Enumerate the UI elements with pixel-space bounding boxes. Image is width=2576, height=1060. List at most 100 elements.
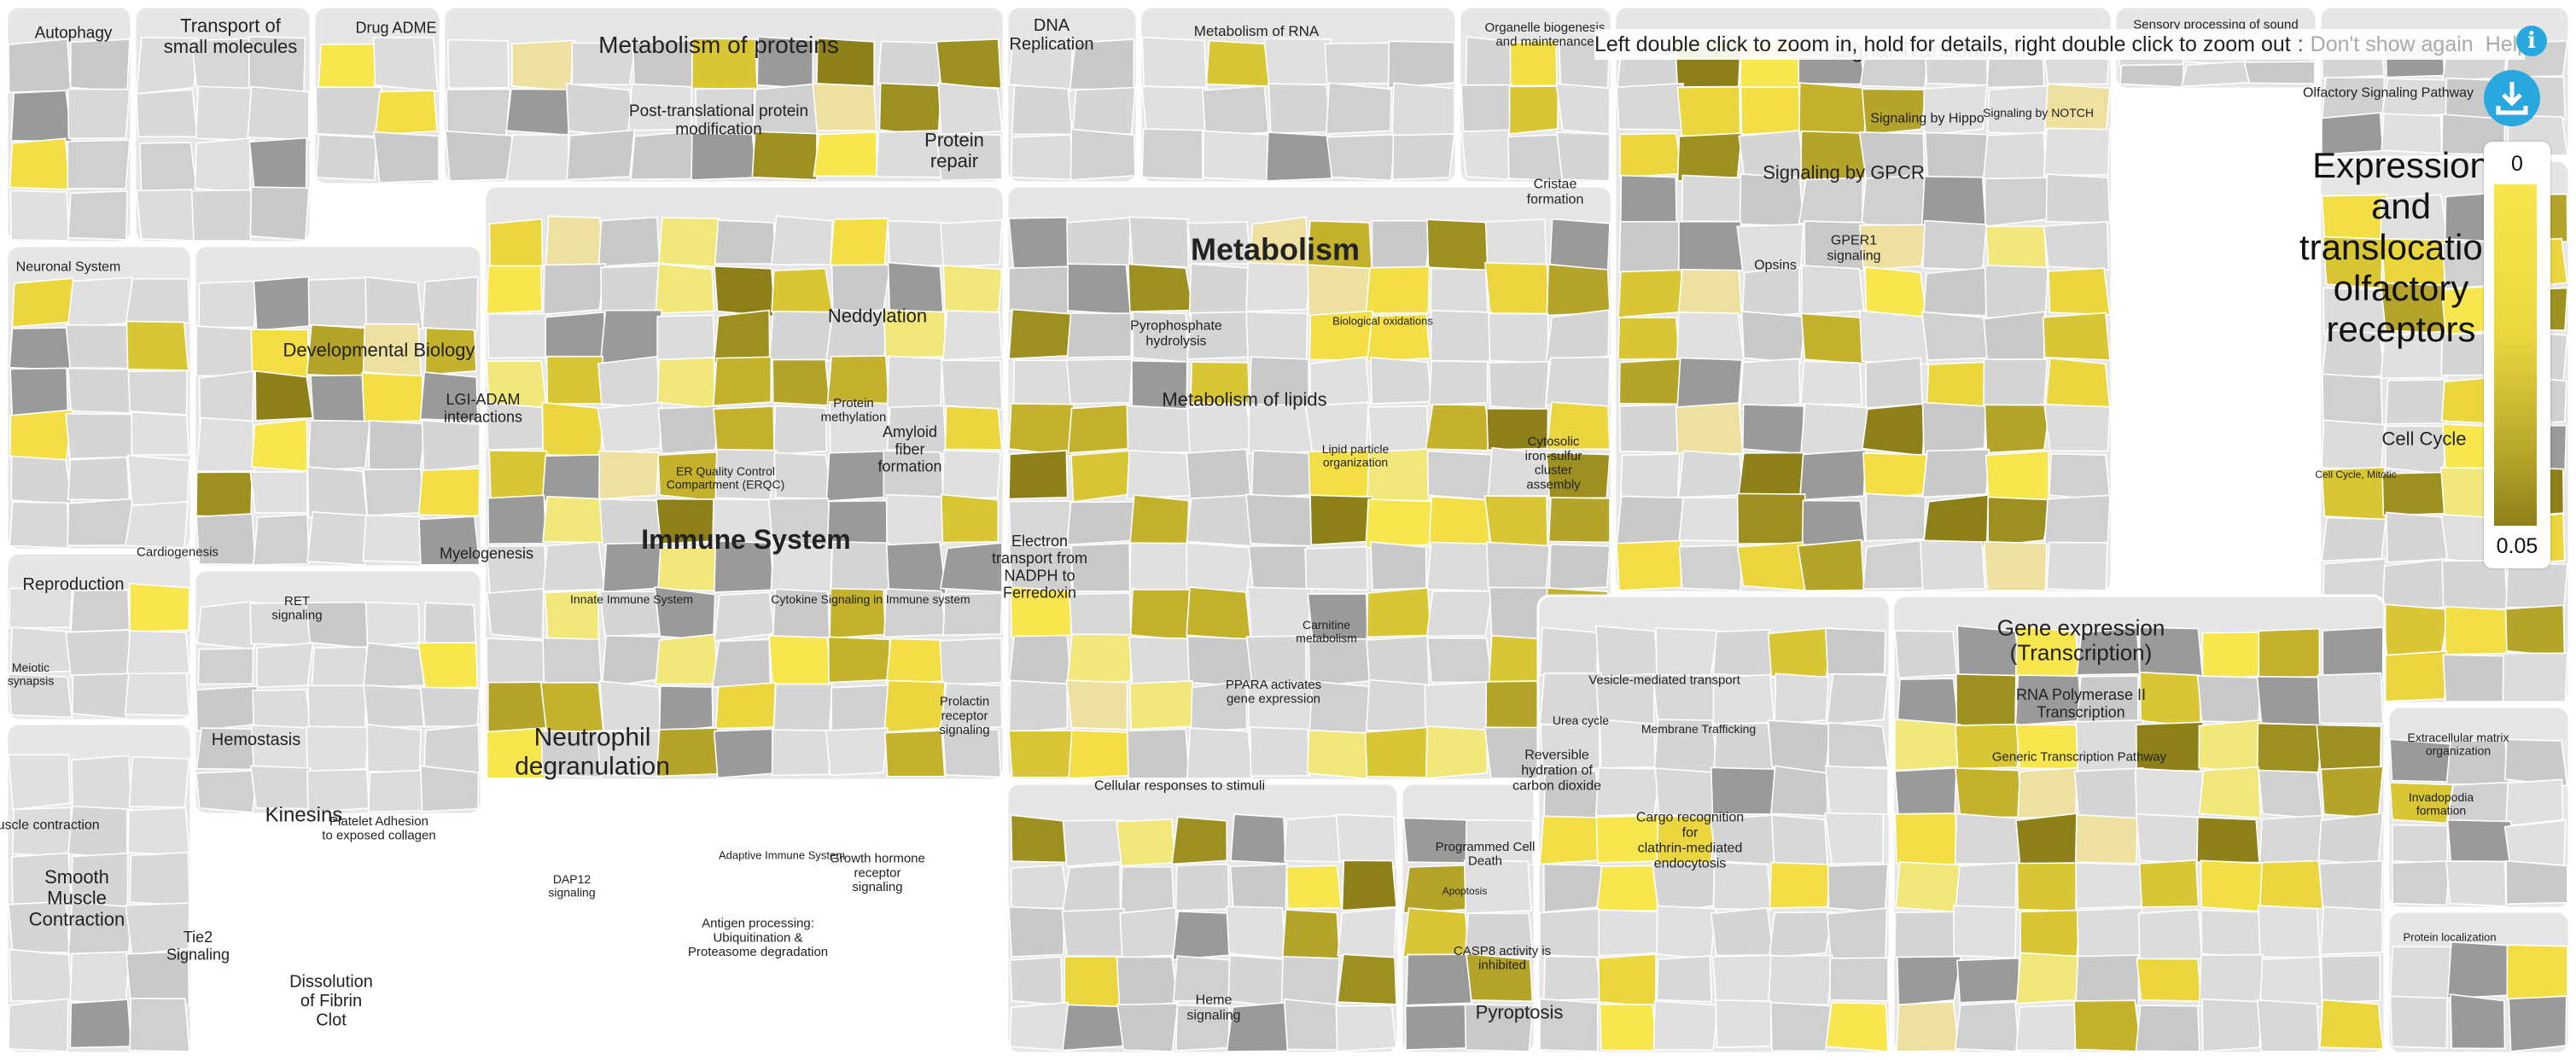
reaction-cell[interactable] [128,755,190,808]
reaction-cell[interactable] [1921,448,1990,498]
reaction-cell[interactable] [136,37,199,95]
reaction-cell[interactable] [2135,1005,2200,1052]
reaction-cell[interactable] [1132,311,1189,363]
reaction-cell[interactable] [8,998,69,1052]
reaction-cell[interactable] [2138,908,2203,961]
reaction-cell[interactable] [1008,265,1074,315]
pathway-region[interactable]: Neuronal System [5,244,193,551]
reaction-cell[interactable] [1896,678,1960,727]
reaction-cell[interactable] [2134,767,2204,819]
reaction-cell[interactable] [1801,499,1866,546]
reaction-cell[interactable] [372,37,439,93]
reaction-cell[interactable] [2196,816,2260,864]
reaction-cell[interactable] [10,455,73,505]
reaction-cell[interactable] [1894,766,1957,819]
reaction-cell[interactable] [129,997,190,1052]
reaction-cell[interactable] [1116,956,1179,1008]
reaction-cell[interactable] [713,728,774,779]
reaction-cell[interactable] [1955,673,2017,727]
reaction-cell[interactable] [1281,908,1341,962]
reaction-cell[interactable] [1767,626,1833,678]
reaction-cell[interactable] [1186,448,1251,500]
reaction-cell[interactable] [361,372,423,423]
reaction-cell[interactable] [937,82,1003,137]
reaction-cell[interactable] [1066,217,1132,271]
reaction-cell[interactable] [1488,360,1550,411]
pathway-region[interactable]: Protein localization [2387,910,2571,1055]
reaction-cell[interactable] [1618,358,1681,405]
reaction-cell[interactable] [1920,311,1991,361]
reaction-cell[interactable] [1202,84,1270,137]
reaction-cell[interactable] [8,754,72,811]
reaction-cell[interactable] [1678,220,1744,272]
reaction-cell[interactable] [655,633,720,685]
reaction-cell[interactable] [11,807,73,858]
reaction-cell[interactable] [445,130,513,182]
reaction-cell[interactable] [1425,590,1494,638]
reaction-cell[interactable] [714,265,776,317]
reaction-cell[interactable] [2015,952,2081,1005]
reaction-cell[interactable] [2019,909,2082,958]
reaction-cell[interactable] [1616,539,1682,591]
reaction-cell[interactable] [373,131,440,183]
reaction-cell[interactable] [1711,766,1775,815]
reaction-cell[interactable] [1826,673,1889,725]
reaction-cell[interactable] [1825,765,1889,815]
reaction-cell[interactable] [1677,268,1743,319]
reaction-cell[interactable] [1012,359,1074,410]
reaction-cell[interactable] [136,89,199,137]
reaction-cell[interactable] [1678,544,1744,591]
reaction-cell[interactable] [1205,39,1271,87]
reaction-cell[interactable] [1984,177,2049,228]
reaction-cell[interactable] [125,320,189,371]
reaction-cell[interactable] [2076,906,2143,960]
reaction-cell[interactable] [2180,60,2253,88]
reaction-cell[interactable] [67,367,132,414]
reaction-cell[interactable] [306,466,368,519]
reaction-cell[interactable] [942,592,1003,637]
reaction-cell[interactable] [2258,814,2323,867]
reaction-cell[interactable] [2045,173,2111,224]
reaction-cell[interactable] [1244,493,1313,547]
reaction-cell[interactable] [1681,174,1746,223]
reaction-cell[interactable] [2201,632,2262,681]
reaction-cell[interactable] [1010,814,1067,864]
reaction-cell[interactable] [2198,953,2264,1007]
reaction-cell[interactable] [1405,953,1472,1006]
reaction-cell[interactable] [1229,863,1288,913]
reaction-cell[interactable] [540,730,602,778]
reaction-cell[interactable] [1485,541,1551,590]
reaction-cell[interactable] [1825,1001,1889,1052]
reaction-cell[interactable] [418,515,481,566]
reaction-cell[interactable] [131,411,190,456]
reaction-cell[interactable] [1128,542,1195,597]
reaction-cell[interactable] [2015,812,2080,865]
reaction-cell[interactable] [1594,625,1659,680]
reaction-cell[interactable] [2385,379,2450,425]
reaction-cell[interactable] [1926,361,1990,409]
reaction-cell[interactable] [2073,999,2142,1052]
reaction-cell[interactable] [1984,225,2048,271]
reaction-cell[interactable] [1710,906,1775,957]
reaction-cell[interactable] [315,86,382,137]
reaction-cell[interactable] [2073,766,2144,822]
reaction-cell[interactable] [542,637,603,687]
reaction-cell[interactable] [2319,999,2384,1051]
reaction-cell[interactable] [1827,863,1889,914]
reaction-cell[interactable] [307,277,370,328]
reaction-cell[interactable] [2043,220,2110,271]
reaction-cell[interactable] [307,419,371,472]
reaction-cell[interactable] [417,642,479,690]
reaction-cell[interactable] [771,267,834,313]
reaction-cell[interactable] [935,133,1003,182]
reaction-cell[interactable] [486,638,545,687]
reaction-cell[interactable] [2256,999,2321,1052]
reaction-cell[interactable] [939,682,1003,731]
reaction-cell[interactable] [2256,722,2324,773]
pathway-region[interactable]: Cellular responses to stimuli [1005,779,1400,1055]
reaction-cell[interactable] [877,40,941,90]
reaction-cell[interactable] [488,450,548,502]
reaction-cell[interactable] [657,405,720,455]
reaction-cell[interactable] [1618,220,1685,274]
reaction-cell[interactable] [1070,450,1132,503]
